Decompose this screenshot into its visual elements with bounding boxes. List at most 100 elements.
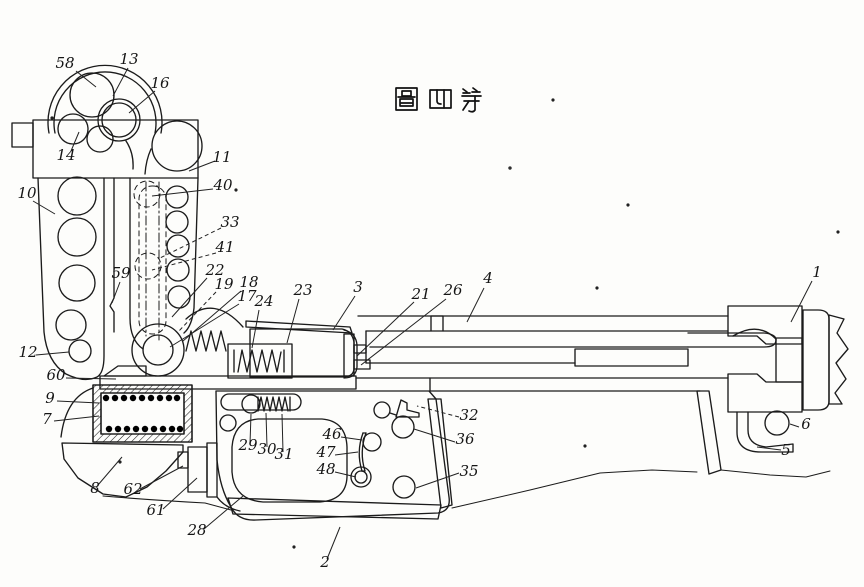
part-label-33: 33 (220, 213, 239, 231)
bolt-body (99, 320, 371, 390)
sear-pin (373, 401, 391, 419)
hammer-spur-arc (47, 64, 163, 134)
frame-strut (696, 390, 722, 475)
leader-line-24 (251, 309, 260, 349)
buffer-roller (764, 410, 790, 436)
leader-line-61 (162, 477, 198, 510)
part-label-36: 36 (455, 430, 475, 448)
leader-line-8 (97, 456, 123, 486)
frame-rail-section (99, 375, 357, 390)
grip-frame-section (61, 442, 184, 498)
barrel-lug (430, 315, 444, 332)
part-label-28: 28 (186, 521, 206, 539)
part-label-22: 22 (204, 261, 224, 279)
part-label-21: 21 (410, 285, 430, 303)
part-label-7: 7 (42, 410, 52, 428)
leader-line-26 (360, 298, 447, 366)
part-label-14: 14 (56, 146, 75, 164)
pivot-boss (131, 323, 185, 377)
leader-line-12 (35, 351, 70, 356)
part-label-31: 31 (274, 445, 293, 463)
leader-line-31 (281, 413, 284, 453)
part-label-1: 1 (812, 263, 822, 281)
part-label-32: 32 (459, 406, 478, 424)
ground-break-lines (102, 469, 831, 511)
part-label-2: 2 (319, 553, 330, 571)
hammer-pivot-pin (142, 334, 174, 366)
hammer-strut-arm (125, 140, 199, 377)
receiver-top-block (11, 72, 203, 179)
sear-and-springs (185, 307, 293, 379)
leader-line-33 (159, 227, 222, 259)
leader-line-22 (171, 277, 208, 318)
broken-edge (828, 314, 849, 405)
part-label-17: 17 (237, 287, 257, 305)
barrel-assembly (355, 315, 777, 392)
part-label-47: 47 (315, 443, 336, 461)
part-label-60: 60 (46, 366, 66, 384)
leader-line-1 (790, 280, 813, 323)
part-label-16: 16 (150, 74, 170, 92)
part-label-18: 18 (239, 273, 258, 291)
housing-rear-wall (427, 398, 453, 509)
leader-line-5 (756, 446, 782, 451)
part-label-12: 12 (18, 343, 37, 361)
figure-title-glyphs (395, 87, 482, 113)
leader-line-14 (70, 131, 80, 152)
leader-line-4 (466, 287, 485, 323)
leader-line-11 (188, 160, 216, 172)
part-label-59: 59 (111, 264, 131, 282)
breech-block (727, 305, 849, 413)
part-label-58: 58 (55, 54, 74, 72)
leader-line-7 (53, 415, 100, 422)
grip-arm-left (37, 176, 115, 381)
leader-line-32 (416, 405, 460, 418)
part-label-40: 40 (212, 176, 233, 194)
scan-speckles (50, 98, 840, 549)
part-label-3: 3 (353, 278, 363, 296)
leader-line-36 (413, 428, 456, 443)
leader-line-23 (286, 298, 300, 344)
sear-spring-47 (358, 432, 364, 472)
leader-line-10 (32, 200, 56, 215)
leader-line-19 (177, 291, 217, 333)
leader-line-9 (56, 400, 100, 404)
part-label-23: 23 (292, 281, 312, 299)
part-label-61: 61 (146, 501, 165, 519)
part-label-19: 19 (214, 275, 234, 293)
leader-line-59 (111, 281, 121, 304)
leader-line-29 (249, 413, 252, 445)
leader-line-2 (326, 526, 341, 560)
mainspring-coils (102, 394, 186, 433)
leader-line-6 (789, 423, 800, 428)
part-label-11: 11 (212, 148, 231, 166)
guard-front-web (177, 442, 241, 512)
trigger-cutout (231, 418, 348, 503)
part-label-9: 9 (45, 389, 55, 407)
part-label-46: 46 (321, 425, 342, 443)
sear-lever (395, 399, 420, 418)
pin-12 (68, 339, 92, 363)
part-label-4: 4 (482, 269, 493, 287)
leader-line-35 (415, 472, 460, 489)
part-label-10: 10 (17, 184, 37, 202)
leader-line-17 (169, 303, 240, 348)
part-label-5: 5 (781, 441, 791, 459)
leader-line-3 (332, 295, 356, 331)
leader-line-48 (334, 471, 357, 478)
buffer-hook-and-roller (736, 410, 794, 453)
part-label-48: 48 (315, 460, 335, 478)
part-label-13: 13 (119, 50, 138, 68)
part-label-35: 35 (459, 462, 478, 480)
leader-line-28 (203, 495, 244, 530)
part-label-8: 8 (90, 479, 100, 497)
part-label-30: 30 (257, 440, 277, 458)
leader-line-21 (356, 301, 415, 357)
firing-pin-tongue (687, 332, 777, 348)
figure-title: 圖 四 第 (395, 87, 482, 113)
leader-line-62 (139, 465, 184, 490)
part-label-41: 41 (214, 238, 234, 256)
